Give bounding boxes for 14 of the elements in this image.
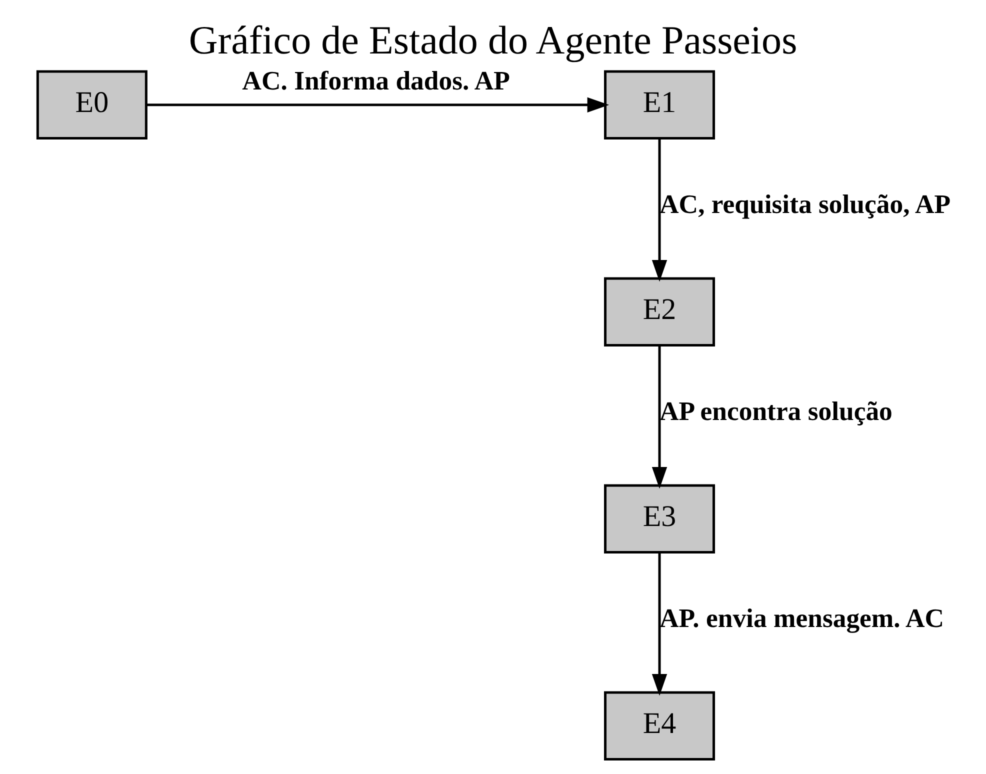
node-box: E4: [604, 691, 716, 761]
arrow: [652, 345, 668, 489]
node-box: E0: [36, 70, 148, 140]
arrow: [652, 552, 668, 696]
arrow: [146, 97, 610, 112]
arrow: [652, 138, 668, 282]
edge-label: AP. envia mensagem. AC: [660, 603, 944, 634]
edge-label: AC, requisita solução, AP: [660, 189, 951, 220]
node-box: E3: [604, 484, 716, 554]
edge-label: AC. Informa dados. AP: [242, 66, 510, 96]
diagram-title: Gráfico de Estado do Agente Passeios: [188, 17, 798, 62]
node-box: E2: [604, 277, 716, 347]
edge-label: AP encontra solução: [660, 396, 892, 426]
node-box: E1: [604, 70, 716, 140]
